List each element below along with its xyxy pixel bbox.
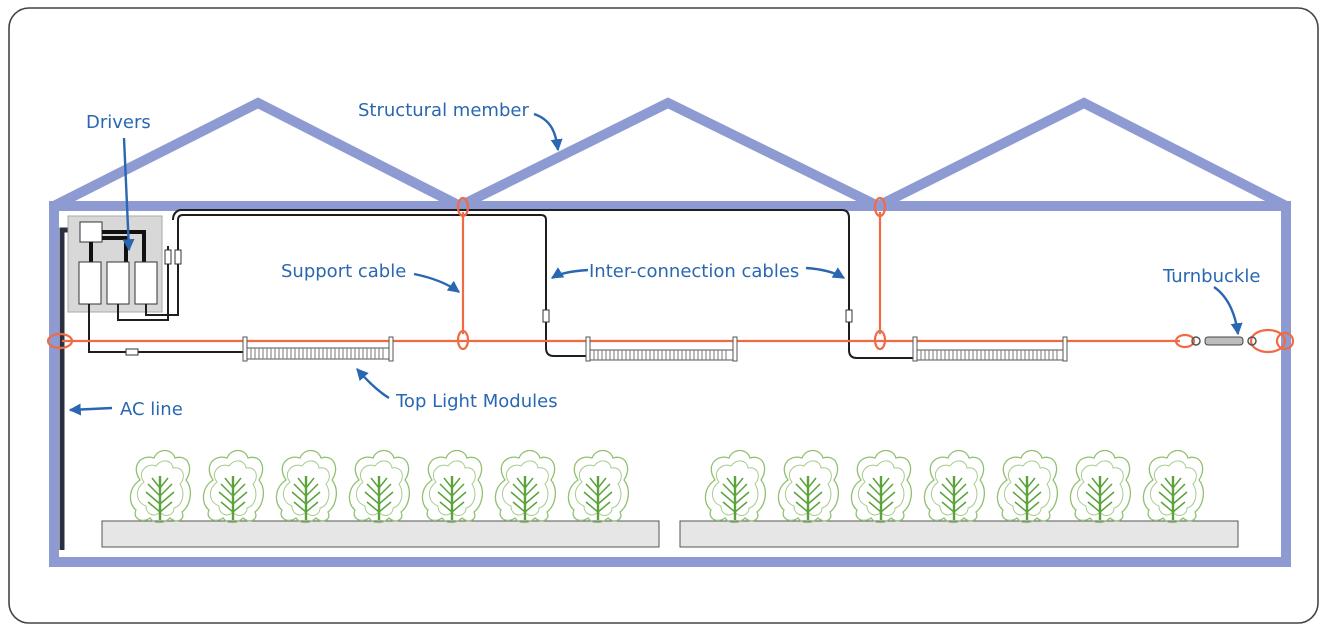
driver-unit <box>106 261 130 305</box>
inter-connection-cables-label: Inter-connection cables <box>589 261 799 282</box>
lettuce-plant <box>704 449 767 524</box>
lettuce-plant <box>923 449 986 524</box>
lettuce-plant <box>275 449 338 524</box>
structural-frame <box>49 97 1291 567</box>
structural-member-arrow <box>533 112 563 152</box>
plant-row-left <box>129 449 630 524</box>
roof-gable-2 <box>457 97 881 211</box>
frame-box <box>49 201 1291 567</box>
support-cable-label: Support cable <box>281 261 406 282</box>
callout-arrows <box>68 112 1243 416</box>
inter-connection-cables <box>88 209 916 359</box>
lettuce-plant <box>129 449 192 524</box>
inter-connection-arrow-left <box>550 267 589 280</box>
lettuce-plant <box>348 449 411 524</box>
lettuce-plant <box>850 449 913 524</box>
driver-unit <box>134 261 158 305</box>
lettuce-plant <box>494 449 557 524</box>
drivers-arrow <box>122 137 135 252</box>
lettuce-plant <box>421 449 484 524</box>
lettuce-plant <box>1069 449 1132 524</box>
turnbuckle-arrow <box>1213 286 1243 336</box>
roof-gable-3 <box>875 97 1289 211</box>
lettuce-plant <box>777 449 840 524</box>
top-light-module <box>242 336 394 362</box>
lettuce-plant <box>567 449 630 524</box>
labels: Drivers Structural member Support cable … <box>86 100 1260 420</box>
roof-gable-1 <box>51 97 463 211</box>
top-light-modules-label: Top Light Modules <box>395 391 558 412</box>
junction-box <box>79 221 103 243</box>
structural-member-label: Structural member <box>358 100 529 121</box>
drivers-label: Drivers <box>86 112 151 133</box>
top-light-module <box>585 336 738 362</box>
lettuce-plant <box>1142 449 1205 524</box>
top-light-module <box>912 336 1068 362</box>
ac-line-arrow <box>68 403 113 416</box>
plant-row-right <box>704 449 1205 524</box>
driver-box <box>67 215 163 313</box>
top-light-modules-arrow <box>356 368 390 400</box>
grow-bed-left <box>101 520 660 548</box>
grow-bed-right <box>679 520 1239 548</box>
turnbuckle-label: Turnbuckle <box>1162 266 1260 287</box>
inter-connection-arrow-right <box>805 266 846 280</box>
lettuce-plant <box>202 449 265 524</box>
support-cable-arrow <box>413 272 460 293</box>
support-cables <box>46 196 1295 354</box>
turnbuckle <box>1191 336 1257 346</box>
outer-border <box>8 7 1319 624</box>
ac-line-label: AC line <box>120 399 183 420</box>
driver-unit <box>78 261 102 305</box>
lettuce-plant <box>996 449 1059 524</box>
